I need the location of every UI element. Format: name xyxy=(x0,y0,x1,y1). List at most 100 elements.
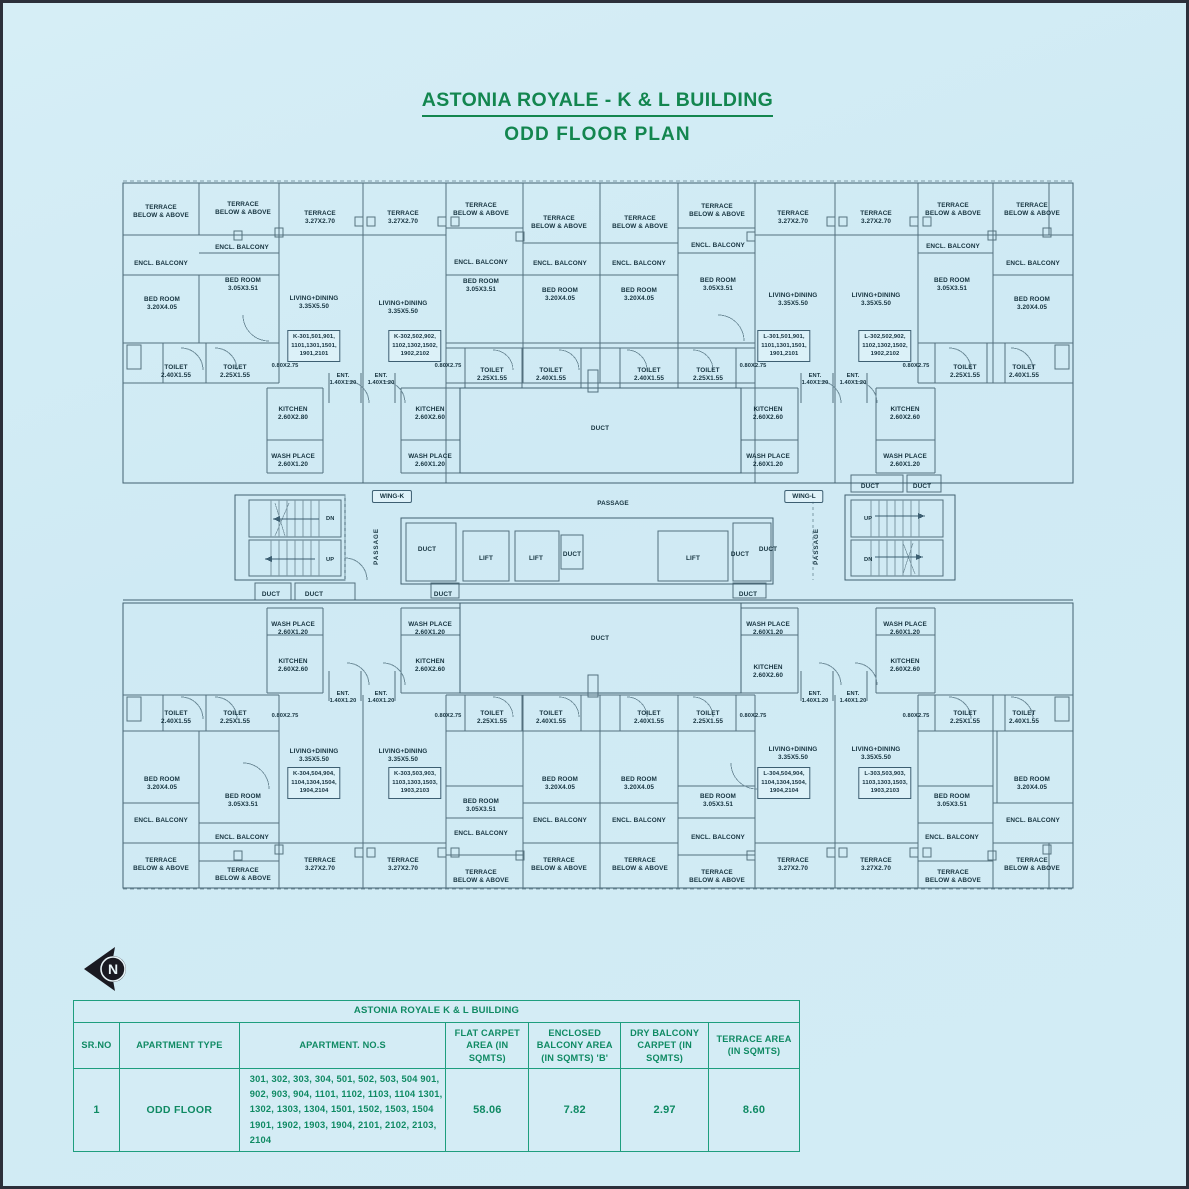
stair-direction-dn: DN xyxy=(864,557,873,563)
room-label-terrace: TERRACE BELOW & ABOVE xyxy=(531,857,587,872)
wing-tag-wing-l: WING-L xyxy=(784,490,824,503)
room-label-kitchen: KITCHEN 2.60X2.60 xyxy=(752,664,784,679)
unit-number-tag[interactable]: L-304,504,904, 1104,1304,1504, 1904,2104 xyxy=(757,767,811,799)
stair-direction-up: UP xyxy=(326,557,335,563)
cell-srno: 1 xyxy=(73,1067,120,1153)
room-label-bed-room: BED ROOM 3.05X3.51 xyxy=(700,793,736,808)
room-label-toilet: TOILET 2.40X1.55 xyxy=(160,364,192,379)
cell-enclosed-balcony-area: 7.82 xyxy=(528,1067,622,1153)
room-label-wash-place: WASH PLACE 2.60X1.20 xyxy=(271,453,315,468)
room-label-encl-balcony: ENCL. BALCONY xyxy=(134,260,188,267)
unit-number-tag[interactable]: K-301,501,901, 1101,1301,1501, 1901,2101 xyxy=(287,330,341,362)
room-label-toilet: TOILET 2.40X1.55 xyxy=(1008,710,1040,725)
compass-north-letter: N xyxy=(108,961,118,977)
page-subtitle: ODD FLOOR PLAN xyxy=(504,124,691,145)
room-label-duct: DUCT xyxy=(590,635,610,642)
room-label-toilet: TOILET 2.40X1.55 xyxy=(535,710,567,725)
passage-label-vertical: PASSAGE xyxy=(373,528,380,565)
entry-label: ENT. 1.40X1.20 xyxy=(801,691,829,705)
room-label-encl-balcony: ENCL. BALCONY xyxy=(1006,260,1060,267)
room-label-encl-balcony: ENCL. BALCONY xyxy=(1006,817,1060,824)
unit-number-tag[interactable]: K-302,502,902, 1102,1302,1502, 1902,2102 xyxy=(388,330,442,362)
unit-number-tag[interactable]: L-303,503,903, 1103,1303,1503, 1903,2103 xyxy=(858,767,912,799)
unit-number-tag[interactable]: L-301,501,901, 1101,1301,1501, 1901,2101 xyxy=(757,330,811,362)
unit-number-tag[interactable]: K-304,504,904, 1104,1304,1504, 1904,2104 xyxy=(287,767,341,799)
room-label-terrace: TERRACE 3.27X2.70 xyxy=(860,210,892,225)
room-label-encl-balcony: ENCL. BALCONY xyxy=(215,244,269,251)
room-label-duct: DUCT xyxy=(912,483,932,490)
room-label-bed-room: BED ROOM 3.20X4.05 xyxy=(621,287,657,302)
room-label-living-dining: LIVING+DINING 3.35X5.50 xyxy=(289,748,339,763)
room-label-toilet: TOILET 2.25X1.55 xyxy=(692,710,724,725)
room-label-toilet: TOILET 2.25X1.55 xyxy=(476,710,508,725)
room-label-terrace: TERRACE 3.27X2.70 xyxy=(387,857,419,872)
room-label-terrace: TERRACE 3.27X2.70 xyxy=(387,210,419,225)
column-header-apartment-type: APARTMENT TYPE xyxy=(118,1021,240,1069)
room-label-bed-room: BED ROOM 3.20X4.05 xyxy=(144,296,180,311)
room-label-encl-balcony: ENCL. BALCONY xyxy=(215,834,269,841)
room-label-terrace: TERRACE 3.27X2.70 xyxy=(860,857,892,872)
room-label-toilet: TOILET 2.25X1.55 xyxy=(219,364,251,379)
room-label-wash-place: WASH PLACE 2.60X1.20 xyxy=(746,621,790,636)
room-label-terrace: TERRACE BELOW & ABOVE xyxy=(1004,202,1060,217)
room-label-toilet: TOILET 2.40X1.55 xyxy=(633,367,665,382)
room-label-toilet: TOILET 2.40X1.55 xyxy=(535,367,567,382)
room-label-living-dining: LIVING+DINING 3.35X5.50 xyxy=(768,746,818,761)
dimension-note: 0.80X2.75 xyxy=(739,713,767,719)
room-label-duct: DUCT xyxy=(758,546,778,553)
cell-apartment-nos: 301, 302, 303, 304, 501, 502, 503, 504 9… xyxy=(238,1067,447,1153)
room-label-kitchen: KITCHEN 2.60X2.60 xyxy=(889,406,921,421)
room-label-encl-balcony: ENCL. BALCONY xyxy=(926,243,980,250)
dimension-note: 0.80X2.75 xyxy=(271,713,299,719)
room-label-toilet: TOILET 2.25X1.55 xyxy=(476,367,508,382)
table-row: 1 ODD FLOOR 301, 302, 303, 304, 501, 502… xyxy=(73,1067,800,1153)
room-label-lift: LIFT xyxy=(479,555,493,562)
room-label-duct: DUCT xyxy=(261,591,281,598)
room-label-encl-balcony: ENCL. BALCONY xyxy=(612,260,666,267)
room-label-terrace: TERRACE BELOW & ABOVE xyxy=(689,203,745,218)
room-label-encl-balcony: ENCL. BALCONY xyxy=(134,817,188,824)
entry-label: ENT. 1.40X1.20 xyxy=(839,373,867,387)
table-title-row: ASTONIA ROYALE K & L BUILDING xyxy=(73,1000,800,1023)
room-label-wash-place: WASH PLACE 2.60X1.20 xyxy=(883,453,927,468)
room-label-kitchen: KITCHEN 2.60X2.60 xyxy=(414,406,446,421)
room-label-bed-room: BED ROOM 3.20X4.05 xyxy=(542,776,578,791)
room-label-wash-place: WASH PLACE 2.60X1.20 xyxy=(271,621,315,636)
room-label-toilet: TOILET 2.25X1.55 xyxy=(692,367,724,382)
room-label-bed-room: BED ROOM 3.05X3.51 xyxy=(934,793,970,808)
room-label-terrace: TERRACE BELOW & ABOVE xyxy=(1004,857,1060,872)
room-label-living-dining: LIVING+DINING 3.35X5.50 xyxy=(378,748,428,763)
column-header-dry-balcony-carpet: DRY BALCONY CARPET (IN SQMTS) xyxy=(620,1021,710,1069)
room-label-terrace: TERRACE BELOW & ABOVE xyxy=(453,869,509,884)
room-label-living-dining: LIVING+DINING 3.35X5.50 xyxy=(851,292,901,307)
room-label-terrace: TERRACE 3.27X2.70 xyxy=(304,210,336,225)
table-title: ASTONIA ROYALE K & L BUILDING xyxy=(73,1000,800,1023)
dimension-note: 0.80X2.75 xyxy=(271,363,299,369)
room-label-toilet: TOILET 2.25X1.55 xyxy=(219,710,251,725)
room-label-kitchen: KITCHEN 2.60X2.80 xyxy=(277,406,309,421)
dimension-note: 0.80X2.75 xyxy=(739,363,767,369)
room-label-duct: DUCT xyxy=(304,591,324,598)
entry-label: ENT. 1.40X1.20 xyxy=(839,691,867,705)
room-label-terrace: TERRACE 3.27X2.70 xyxy=(777,210,809,225)
room-label-toilet: TOILET 2.40X1.55 xyxy=(1008,364,1040,379)
room-label-duct: DUCT xyxy=(562,551,582,558)
room-label-terrace: TERRACE BELOW & ABOVE xyxy=(612,215,668,230)
room-label-encl-balcony: ENCL. BALCONY xyxy=(533,817,587,824)
room-label-living-dining: LIVING+DINING 3.35X5.50 xyxy=(289,295,339,310)
cell-terrace-area: 8.60 xyxy=(708,1067,800,1153)
room-label-living-dining: LIVING+DINING 3.35X5.50 xyxy=(768,292,818,307)
room-label-kitchen: KITCHEN 2.60X2.60 xyxy=(414,658,446,673)
room-label-encl-balcony: ENCL. BALCONY xyxy=(691,242,745,249)
room-label-bed-room: BED ROOM 3.05X3.51 xyxy=(225,277,261,292)
room-label-bed-room: BED ROOM 3.05X3.51 xyxy=(225,793,261,808)
room-label-terrace: TERRACE BELOW & ABOVE xyxy=(531,215,587,230)
room-label-duct: DUCT xyxy=(860,483,880,490)
unit-number-tag[interactable]: L-302,502,902, 1102,1302,1502, 1902,2102 xyxy=(858,330,912,362)
north-compass: N xyxy=(81,941,139,997)
unit-number-tag[interactable]: K-303,503,903, 1103,1303,1503, 1903,2103 xyxy=(388,767,442,799)
room-label-bed-room: BED ROOM 3.20X4.05 xyxy=(542,287,578,302)
entry-label: ENT. 1.40X1.20 xyxy=(329,373,357,387)
room-label-terrace: TERRACE BELOW & ABOVE xyxy=(133,857,189,872)
entry-label: ENT. 1.40X1.20 xyxy=(367,373,395,387)
